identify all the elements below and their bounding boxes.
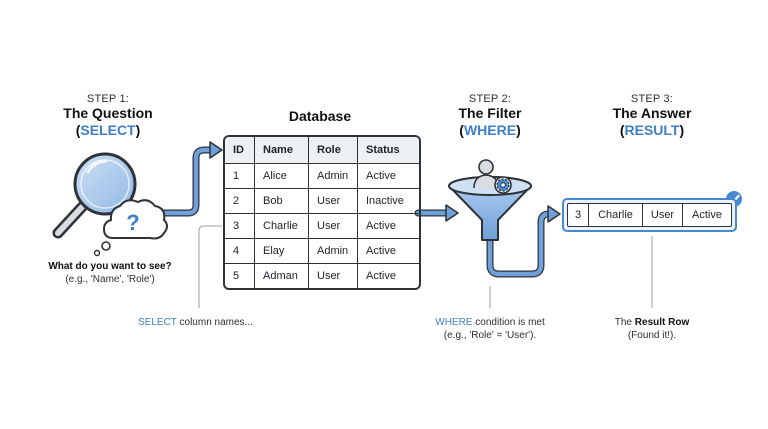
cell-status: Active	[357, 238, 419, 264]
step3-heading: STEP 3: The Answer (RESULT)	[592, 93, 712, 139]
result-cell-id: 3	[568, 204, 589, 226]
step1-title: The Question	[63, 105, 153, 121]
step1-example: (e.g., 'Name', 'Role')	[65, 274, 155, 285]
svg-text:?: ?	[126, 210, 139, 235]
cell-name: Adman	[254, 263, 309, 288]
where-note-text: condition is met	[472, 317, 545, 328]
step2-heading: STEP 2: The Filter (WHERE)	[430, 93, 550, 139]
where-note-keyword: WHERE	[435, 317, 473, 328]
step2-paren-close: )	[516, 122, 521, 138]
step3-label: STEP 3:	[630, 93, 674, 105]
step1-label: STEP 1:	[86, 93, 130, 105]
cell-status: Inactive	[357, 188, 419, 214]
cell-status: Active	[357, 163, 419, 189]
result-cell-status: Active	[692, 209, 722, 221]
result-note-bold: Result Row	[634, 317, 690, 328]
cell-id: 1	[225, 163, 255, 189]
where-note-line: WHERE condition is met	[410, 316, 570, 329]
result-note-sub: (Found it!).	[627, 330, 677, 341]
result-row: 3 Charlie User Active	[567, 203, 732, 227]
cell-status: Active	[357, 213, 419, 239]
cell-id: 4	[225, 238, 255, 264]
result-note: The Result Row (Found it!).	[572, 316, 732, 342]
cell-status: Active	[357, 263, 419, 288]
table-row: 1 Alice Admin Active	[225, 163, 419, 189]
cell-id: 2	[225, 188, 255, 214]
select-note: SELECT column names...	[138, 316, 298, 329]
database-table: ID Name Role Status 1 Alice Admin Active…	[223, 135, 421, 290]
cell-name: Charlie	[254, 213, 309, 239]
step2-keyword: WHERE	[463, 122, 517, 138]
result-cell-name: Charlie	[589, 204, 643, 226]
step1-keyword: SELECT	[80, 122, 136, 138]
column-header-id: ID	[225, 137, 255, 164]
step1-question: What do you want to see?	[48, 261, 172, 272]
step3-title: The Answer	[612, 105, 692, 121]
where-note: WHERE condition is met (e.g., 'Role' = '…	[410, 316, 570, 342]
step2-paren-open: (	[459, 122, 464, 138]
cell-role: User	[308, 263, 358, 288]
where-note-example: (e.g., 'Role' = 'User').	[443, 330, 537, 341]
table-row: 2 Bob User Inactive	[225, 188, 419, 214]
step1-paren-open: (	[75, 122, 81, 138]
table-row: 4 Elay Admin Active	[225, 238, 419, 264]
cell-name: Elay	[254, 238, 309, 264]
column-header-role: Role	[308, 137, 358, 164]
cell-role: User	[308, 188, 358, 214]
database-title: Database	[288, 108, 352, 124]
cell-id: 3	[225, 213, 255, 239]
step3-keyword: RESULT	[624, 122, 680, 138]
step1-heading: STEP 1: The Question (SELECT)	[48, 93, 168, 139]
table-row: 3 Charlie User Active	[225, 213, 419, 239]
cell-role: User	[308, 213, 358, 239]
step3-paren-close: )	[679, 122, 685, 138]
arrow-question-to-database	[161, 141, 223, 217]
step2-keyword-line: (WHERE)	[430, 122, 550, 139]
select-note-text: column names...	[176, 317, 253, 328]
result-row-box: 3 Charlie User Active	[562, 198, 737, 232]
cell-role: Admin	[308, 163, 358, 189]
cell-id: 5	[225, 263, 255, 288]
step1-question-block: What do you want to see? (e.g., 'Name', …	[30, 260, 190, 286]
result-note-line: The Result Row	[572, 316, 732, 329]
step2-title: The Filter	[458, 105, 522, 121]
step1-keyword-line: (SELECT)	[48, 122, 168, 139]
step3-paren-open: (	[619, 122, 625, 138]
select-note-keyword: SELECT	[138, 317, 177, 328]
step1-paren-close: )	[135, 122, 141, 138]
cell-name: Bob	[254, 188, 309, 214]
table-header-row: ID Name Role Status	[225, 137, 419, 164]
column-header-status: Status	[357, 137, 419, 164]
column-header-name: Name	[254, 137, 309, 164]
step3-keyword-line: (RESULT)	[592, 122, 712, 139]
callout-line-select	[198, 225, 222, 308]
result-note-prefix: The	[614, 317, 635, 328]
magnifier-question-icon: ?	[52, 152, 168, 257]
table-row: 5 Adman User Active	[225, 263, 419, 288]
result-cell-role: User	[643, 204, 683, 226]
cell-role: Admin	[308, 238, 358, 264]
step2-label: STEP 2:	[468, 93, 512, 105]
arrow-filter-to-result	[486, 205, 561, 278]
funnel-user-gear-icon	[448, 159, 532, 241]
cell-name: Alice	[254, 163, 309, 189]
arrow-database-to-filter	[414, 204, 459, 222]
